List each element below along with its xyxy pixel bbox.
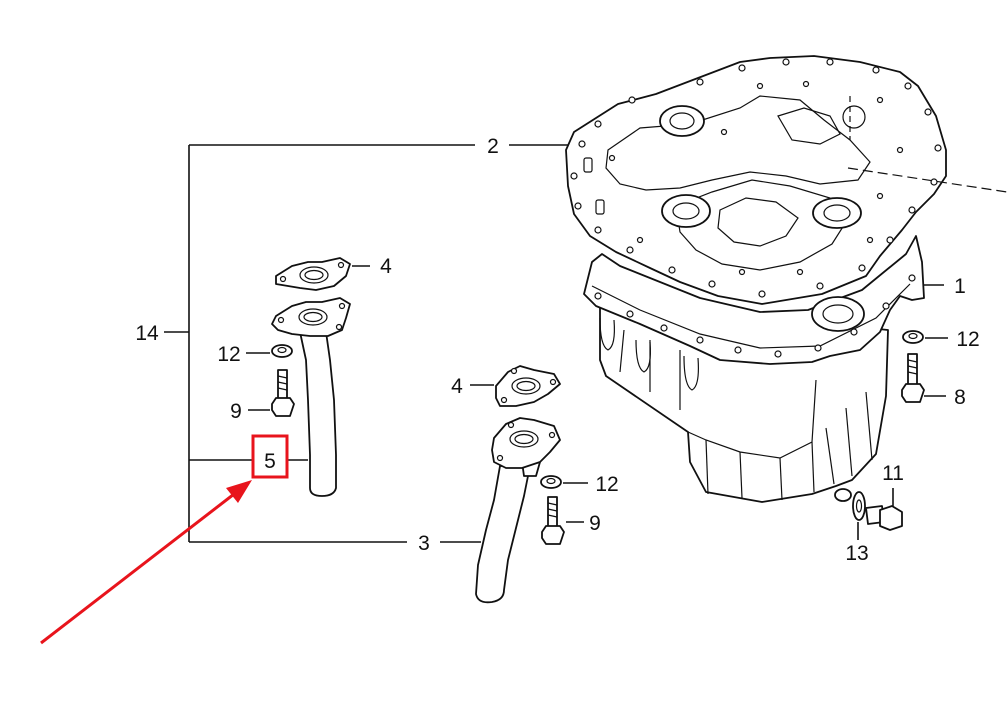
label-12-center: 12 [595,473,618,496]
pointer-arrow [40,480,252,645]
washer-13 [852,491,866,540]
bolt-9-center [541,496,584,545]
label-13: 13 [845,542,868,565]
gasket-2 [565,55,1007,305]
label-12-left: 12 [217,343,240,366]
oil-pan-1 [583,235,944,503]
bolt-8 [901,353,946,403]
washer-12-right [902,330,948,344]
label-8: 8 [954,386,966,409]
highlight-box [251,434,289,479]
label-1: 1 [954,275,966,298]
label-4-left: 4 [380,255,392,278]
gasket-4-left [275,257,370,291]
bracket-14 [164,144,575,543]
label-4-center: 4 [451,375,463,398]
bolt-9-left [248,369,295,417]
drain-bolt-11 [865,488,903,531]
label-11: 11 [882,462,904,485]
label-9-left: 9 [230,400,242,423]
washer-12-center [540,475,588,489]
pipe-3 [475,417,561,604]
label-3: 3 [418,532,430,555]
label-12-right: 12 [956,328,979,351]
label-5: 5 [264,450,276,473]
gasket-4-center [470,365,561,407]
washer-12-left [246,344,293,358]
label-14: 14 [135,322,159,345]
pipe-5 [271,297,351,497]
label-2: 2 [487,135,499,158]
label-9-center: 9 [589,512,601,535]
